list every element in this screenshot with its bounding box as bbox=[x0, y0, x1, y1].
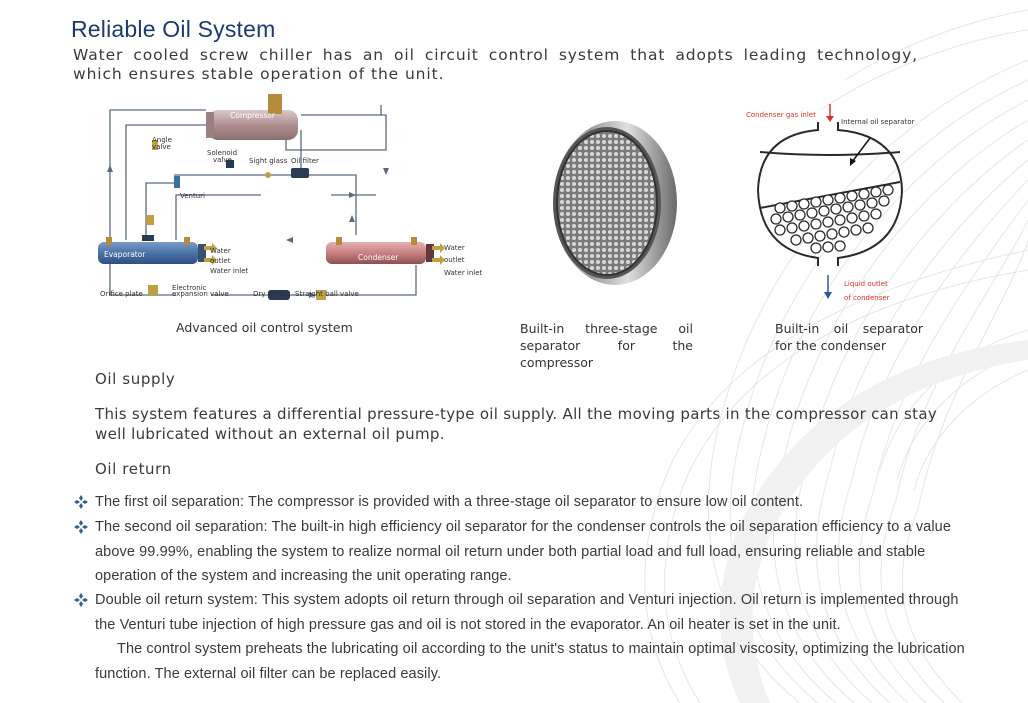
oil-supply-heading: Oil supply bbox=[95, 370, 176, 388]
compressor-oil-separator-image bbox=[535, 115, 685, 290]
bullet-second-oil-separation: The second oil separation: The built-in … bbox=[73, 515, 973, 589]
bullet-first-oil-separation: The first oil separation: The compressor… bbox=[73, 490, 973, 515]
oil-filter-label: Oil filter bbox=[291, 157, 319, 165]
internal-oil-separator-label: Internal oil separator bbox=[841, 118, 914, 126]
venturi-label: Venturi bbox=[180, 192, 205, 200]
cond-water-inlet-label: Water inlet bbox=[444, 269, 483, 277]
straight-ball-valve-label: Straight ball valve bbox=[295, 290, 359, 298]
sight-glass-label: Sight glass bbox=[249, 157, 288, 165]
compressor-label: Compressor bbox=[230, 111, 276, 120]
compressor-oil-separator-caption: Built-in three-stage oil separator for t… bbox=[520, 321, 693, 370]
condenser-unit bbox=[326, 237, 434, 264]
page-title: Reliable Oil System bbox=[71, 16, 276, 42]
diamond-bullet-icon bbox=[74, 495, 88, 509]
bullet-text: The first oil separation: The compressor… bbox=[95, 494, 804, 510]
oil-supply-paragraph: This system features a differential pres… bbox=[95, 405, 938, 443]
evaporator-unit bbox=[98, 237, 206, 264]
compressor-unit bbox=[206, 94, 298, 140]
condenser-label: Condenser bbox=[358, 253, 399, 262]
diamond-bullet-icon bbox=[74, 593, 88, 607]
oil-control-system-diagram: Compressor Evaporator Condenser bbox=[96, 90, 496, 315]
bullet-continuation-text: The control system preheats the lubricat… bbox=[95, 641, 965, 682]
oil-return-heading: Oil return bbox=[95, 460, 172, 478]
bullet-main-text: Double oil return system: This system ad… bbox=[95, 592, 959, 633]
evaporator-label: Evaporator bbox=[104, 250, 146, 259]
condenser-oil-separator-diagram: Condenser gas inlet Internal oil separat… bbox=[740, 100, 930, 310]
condenser-oil-separator-caption: Built-in oil separator for the condenser bbox=[775, 321, 923, 353]
diamond-bullet-icon bbox=[74, 520, 88, 534]
bullet-text: Double oil return system: This system ad… bbox=[95, 588, 973, 686]
oil-control-system-caption: Advanced oil control system bbox=[176, 320, 353, 335]
bullet-text: The second oil separation: The built-in … bbox=[95, 519, 952, 584]
bullet-double-oil-return: Double oil return system: This system ad… bbox=[73, 588, 973, 686]
orifice-plate-label: Orifice plate bbox=[100, 290, 143, 298]
evap-water-inlet-label: Water inlet bbox=[210, 267, 249, 275]
dry-filter-label: Dry filter bbox=[253, 290, 284, 298]
condenser-gas-inlet-label: Condenser gas inlet bbox=[746, 111, 816, 119]
intro-paragraph: Water cooled screw chiller has an oil ci… bbox=[73, 46, 918, 83]
